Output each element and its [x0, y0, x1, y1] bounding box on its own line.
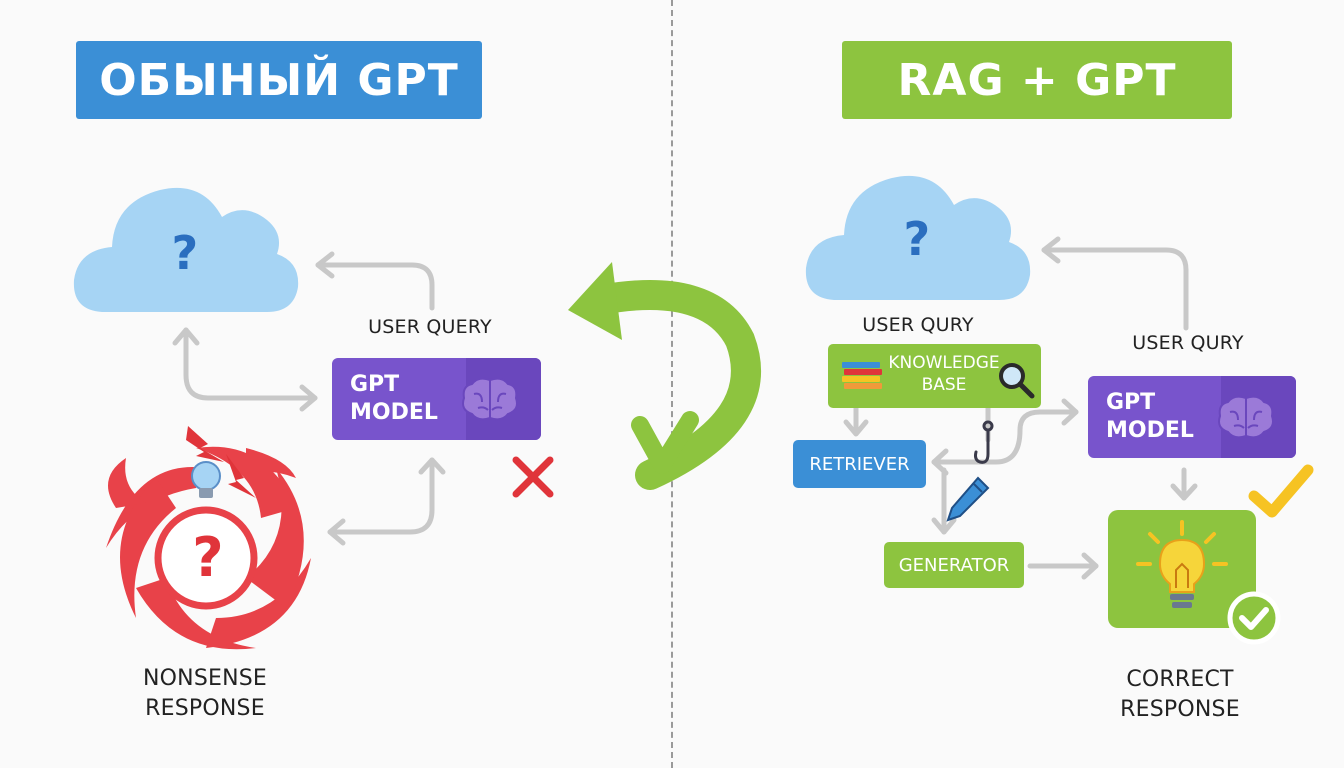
magnifier-icon — [999, 363, 1035, 399]
right-gpt-model-box: GPT MODEL — [1088, 376, 1296, 458]
left-gpt-model-label: GPT MODEL — [350, 372, 438, 425]
cloud-question-mark: ? — [903, 212, 931, 266]
correct-response-line2: RESPONSE — [1120, 697, 1240, 722]
chaos-swirl-icon — [106, 426, 311, 650]
left-gpt-model-box: GPT MODEL — [332, 358, 541, 440]
left-user-query-label: USER QUERY — [368, 316, 492, 338]
hook-icon — [974, 420, 994, 464]
nonsense-response-line2: RESPONSE — [145, 696, 265, 721]
right-user-query-label-b: USER QURY — [1132, 332, 1244, 354]
right-gpt-model-label: GPT MODEL — [1106, 390, 1194, 443]
check-circle-icon — [1227, 591, 1281, 645]
lightbulb-icon — [1136, 520, 1228, 608]
knowledge-base-box: KNOWLEDGE BASE — [828, 344, 1041, 408]
retriever-box: RETRIEVER — [793, 440, 926, 488]
brain-icon — [462, 377, 518, 421]
brain-icon — [1218, 395, 1274, 439]
cloud-icon — [73, 187, 299, 312]
cloud-question-mark: ? — [171, 226, 199, 280]
correct-response-line1: CORRECT — [1126, 667, 1234, 692]
wrong-x-icon — [512, 456, 554, 498]
generator-label: GENERATOR — [898, 554, 1010, 576]
left-title: ОБЫНЫЙ GPT — [76, 41, 482, 119]
arrows-left — [172, 251, 446, 546]
retriever-label: RETRIEVER — [809, 453, 910, 475]
chaos-question-mark: ? — [192, 526, 224, 589]
cloud-icon — [805, 175, 1031, 300]
knowledge-base-label: KNOWLEDGE BASE — [888, 353, 1000, 395]
yellow-check-icon — [1248, 464, 1314, 518]
pen-icon — [946, 476, 990, 522]
right-title: RAG + GPT — [842, 41, 1232, 119]
generator-box: GENERATOR — [884, 542, 1024, 588]
center-divider — [671, 0, 673, 768]
right-user-query-label-a: USER QURY — [862, 314, 974, 336]
nonsense-response-line1: NONSENSE — [142, 666, 268, 691]
books-icon — [842, 362, 882, 389]
